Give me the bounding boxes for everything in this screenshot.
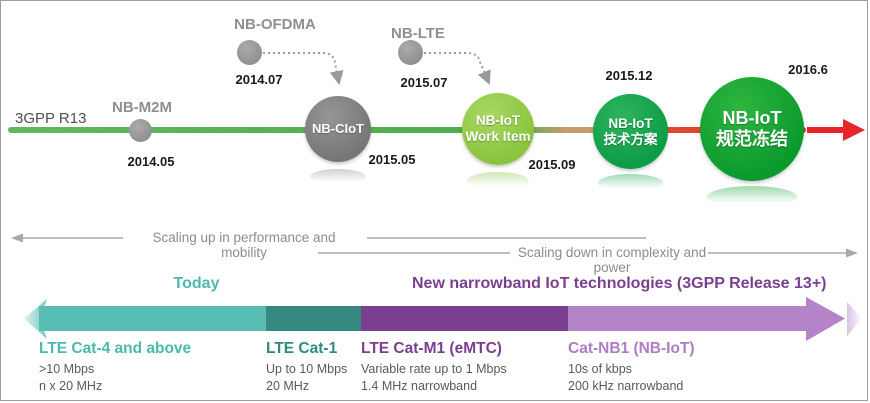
cat4-spec2: n x 20 MHz (39, 379, 103, 393)
band-segment-catm1 (361, 306, 568, 331)
catm1-name: LTE Cat-M1 (eMTC) (361, 340, 502, 357)
catnb1-column: Cat-NB1 (NB-IoT) 10s of kbps 200 kHz nar… (568, 340, 695, 395)
band-right-arrowhead (806, 297, 845, 341)
nb-ciot-bubble: NB-CIoT (305, 96, 371, 162)
new-technologies-header: New narrowband IoT technologies (3GPP Re… (412, 275, 827, 292)
timeline-axis (8, 127, 806, 133)
nb-ofdma-dot (237, 40, 262, 65)
cat4-column: LTE Cat-4 and above >10 Mbps n x 20 MHz (39, 340, 191, 395)
date-2015-09: 2015.09 (528, 157, 576, 172)
nb-m2m-dot (129, 119, 152, 142)
nb-iot-spec-freeze-bubble: NB-IoT 规范冻结 (700, 77, 804, 181)
cat1-spec2: 20 MHz (266, 379, 310, 393)
catnb1-spec2: 200 kHz narrowband (568, 379, 684, 393)
scaling-down-arrow (318, 248, 858, 258)
band-right-faint-chevron (847, 302, 862, 336)
date-2015-12: 2015.12 (605, 68, 653, 83)
cat4-name: LTE Cat-4 and above (39, 340, 192, 357)
catm1-spec2: 1.4 MHz narrowband (361, 379, 478, 393)
tech-plan-reflection (598, 174, 663, 192)
work-item-label-line1: NB-IoT (475, 113, 521, 129)
catnb1-spec1: 10s of kbps (568, 362, 632, 376)
nblte-to-workitem-dotted-arrow (424, 52, 491, 85)
nb-ciot-label: NB-CIoT (312, 120, 364, 136)
cat4-spec1: >10 Mbps (39, 362, 95, 376)
catnb1-name: Cat-NB1 (NB-IoT) (568, 340, 695, 357)
spec-freeze-label-line2: 规范冻结 (716, 129, 788, 149)
tech-plan-label-line1: NB-IoT (608, 115, 653, 131)
nb-ofdma-label: NB-OFDMA (234, 16, 316, 33)
band-segment-nb1 (568, 306, 806, 331)
scaling-up-caption: Scaling up in performance and mobility (152, 230, 336, 260)
work-item-reflection (467, 172, 529, 190)
cat1-spec1: Up to 10 Mbps (266, 362, 348, 376)
timeline-end-arrow (807, 119, 865, 141)
release-label: 3GPP R13 (15, 110, 87, 127)
date-2014-07: 2014.07 (235, 72, 283, 87)
spec-freeze-reflection (707, 186, 797, 208)
band-segment-cat1 (266, 306, 361, 331)
scaling-up-arrow (11, 233, 646, 243)
date-2015-07: 2015.07 (400, 75, 448, 90)
scaling-down-caption: Scaling down in complexity and power (517, 245, 707, 275)
date-2015-05: 2015.05 (368, 152, 416, 167)
today-header: Today (173, 275, 220, 292)
date-2016-6: 2016.6 (788, 62, 828, 77)
nb-m2m-label: NB-M2M (112, 99, 172, 116)
ciot-reflection (310, 169, 366, 185)
nb-iot-work-item-bubble: NB-IoT Work Item (462, 93, 534, 165)
ofdma-to-ciot-dotted-arrow (263, 52, 344, 85)
nb-lte-label: NB-LTE (391, 25, 445, 42)
nb-iot-tech-plan-bubble: NB-IoT 技术方案 (593, 94, 668, 169)
catm1-column: LTE Cat-M1 (eMTC) Variable rate up to 1 … (361, 340, 507, 395)
date-2014-05: 2014.05 (127, 154, 175, 169)
cat1-name: LTE Cat-1 (266, 340, 338, 357)
band-segment-cat4 (39, 306, 266, 331)
cat1-column: LTE Cat-1 Up to 10 Mbps 20 MHz (266, 340, 347, 395)
work-item-label-line2: Work Item (465, 129, 531, 144)
nb-lte-dot (398, 40, 423, 65)
catm1-spec1: Variable rate up to 1 Mbps (361, 362, 507, 376)
tech-plan-label-line2: 技术方案 (603, 131, 658, 147)
spec-freeze-label-line1: NB-IoT (722, 108, 782, 129)
